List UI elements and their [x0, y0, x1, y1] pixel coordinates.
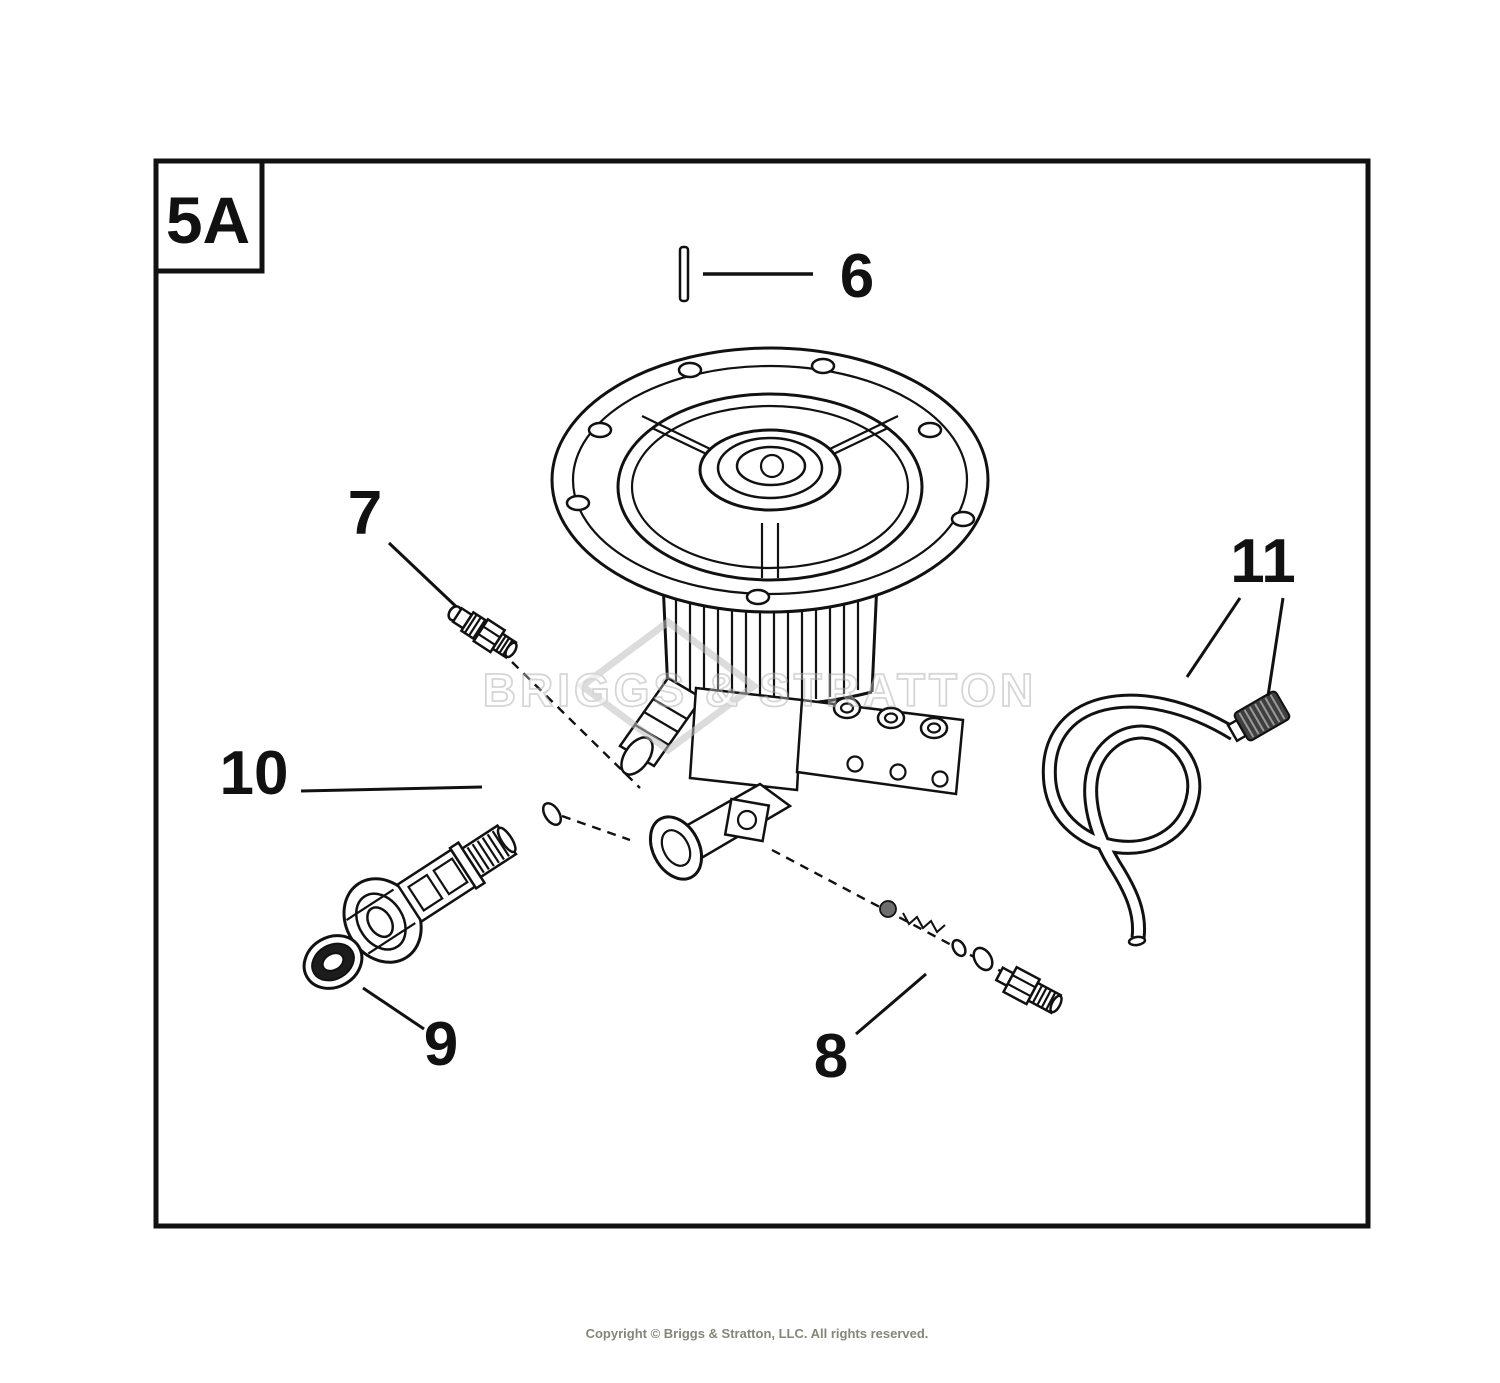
part-11-hose [1041, 690, 1291, 947]
figure-label-border [153, 158, 265, 274]
valve-fitting [994, 965, 1063, 1015]
leader-line-10 [300, 785, 483, 793]
part-7-fitting [447, 605, 518, 660]
small-washer [951, 938, 967, 958]
figure-label-box: 5A [153, 158, 265, 274]
callout-7-label[interactable]: 7 [348, 479, 382, 548]
gasket-hub [698, 428, 842, 512]
valve-ball [879, 900, 897, 918]
watermark: BRIGGS & STRATTON [482, 617, 1037, 755]
copyright-line: Copyright © Briggs & Stratton, LLC. All … [586, 1326, 929, 1341]
figure-label: 5A [166, 183, 250, 257]
callout-6-label[interactable]: 6 [840, 242, 874, 311]
callout-8-label[interactable]: 8 [814, 1022, 848, 1091]
watermark-shield [576, 617, 760, 755]
part-10-o-ring [541, 801, 563, 827]
part-9-washer [302, 934, 364, 990]
part-8-valve-kit [879, 900, 1063, 1015]
leader-line-11a [1185, 597, 1242, 678]
assembly-axis-7 [511, 661, 641, 789]
leader-line-11b [1266, 597, 1285, 697]
callout-9-label[interactable]: 9 [424, 1010, 458, 1079]
port-boss [723, 797, 771, 843]
hose-core [1044, 696, 1237, 939]
callout-10-label[interactable]: 10 [220, 739, 289, 808]
leader-line-7 [387, 541, 467, 617]
mounting-gasket [550, 346, 990, 614]
o-ring [972, 946, 994, 972]
assembly-axis-10 [561, 814, 631, 842]
gasket-bolt-holes [565, 357, 976, 606]
manifold-head [795, 696, 965, 796]
hose-tip [1127, 935, 1147, 947]
hose-connector [1226, 690, 1291, 743]
diagram-frame [153, 158, 1371, 1229]
callout-11-label[interactable]: 11 [1230, 527, 1296, 596]
watermark-text: BRIGGS & STRATTON [483, 664, 1037, 716]
valve-spring [902, 912, 946, 934]
pump-manifold [618, 676, 965, 881]
part-10-hose-adapter [342, 823, 518, 964]
part-6-pin [678, 245, 690, 303]
leader-line-8 [855, 972, 927, 1036]
leader-line-9 [362, 986, 425, 1031]
